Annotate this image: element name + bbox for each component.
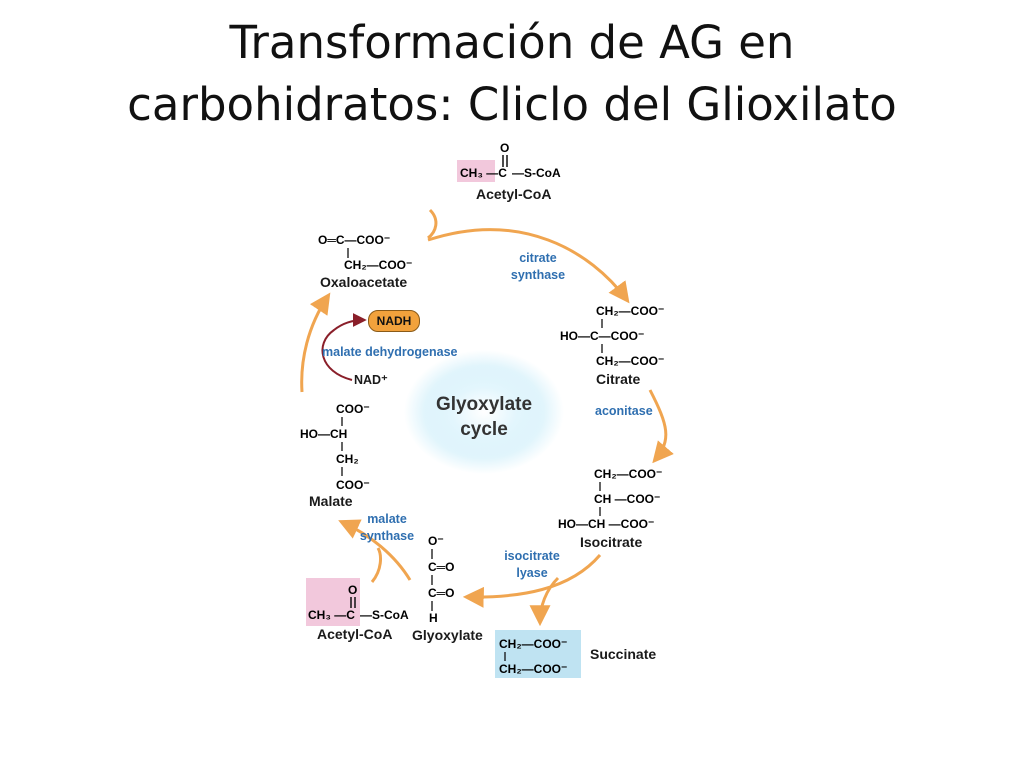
glyoxylate-structure: O⁻ C═O C═O H [428,534,455,625]
svg-text:COO⁻: COO⁻ [336,402,370,416]
enzyme-isocitrate-lyase: isocitrate lyase [504,549,560,580]
malate-label: Malate [309,493,353,509]
acetyl-coa-bottom-label: Acetyl-CoA [317,626,393,642]
succinate-highlight [495,630,581,678]
arrow-malate-to-oxaloacetate [300,292,331,393]
svg-text:—S-CoA: —S-CoA [512,166,561,180]
title-line-1: Transformación de AG en [229,16,795,69]
glyoxylate-label: Glyoxylate [412,627,483,643]
nadh-badge: NADH [368,310,420,332]
svg-text:HO—CH —COO⁻: HO—CH —COO⁻ [558,517,654,531]
acetyl-coa-bottom-structure: O CH₃ —C —S-CoA [308,583,409,622]
svg-text:O═C—COO⁻: O═C—COO⁻ [318,233,390,247]
succinate-structure: CH₂—COO⁻ CH₂—COO⁻ [499,637,567,676]
nad-label: NAD⁺ [354,373,388,387]
svg-text:CH₂—COO⁻: CH₂—COO⁻ [499,662,567,676]
isocitrate-structure: CH₂—COO⁻ CH —COO⁻ HO—CH —COO⁻ [558,467,662,531]
svg-text:O: O [348,583,357,597]
acetyl-top-highlight [457,160,495,182]
title-line-2: carbohidratos: Cliclo del Glioxilato [127,78,897,131]
center-glow [404,350,564,474]
svg-text:—S-CoA: —S-CoA [360,608,409,622]
enzyme-citrate-synthase: citrate synthase [510,251,566,282]
arrow-nad-to-nadh [321,313,367,381]
isocitrate-label: Isocitrate [580,534,643,550]
svg-text:COO⁻: COO⁻ [336,478,370,492]
svg-text:CH₃ —C: CH₃ —C [308,608,355,622]
oxaloacetate-structure: O═C—COO⁻ CH₂—COO⁻ [318,233,412,272]
arrow-isocitrate-to-succinate [529,576,560,627]
citrate-structure: CH₂—COO⁻ HO—C—COO⁻ CH₂—COO⁻ [560,304,664,368]
svg-text:CH₃ —C: CH₃ —C [460,166,507,180]
svg-text:CH₂—COO⁻: CH₂—COO⁻ [344,258,412,272]
cycle-center-label: Glyoxylate cycle [435,394,533,440]
arrow-oxaloacetate-to-citrate [427,228,630,304]
svg-text:CH₂—COO⁻: CH₂—COO⁻ [596,354,664,368]
svg-text:O⁻: O⁻ [428,534,444,548]
enzyme-aconitase: aconitase [595,404,653,418]
succinate-label: Succinate [590,646,657,662]
svg-text:HO—C—COO⁻: HO—C—COO⁻ [560,329,644,343]
svg-text:CH₂—COO⁻: CH₂—COO⁻ [594,467,662,481]
enzyme-malate-synthase: malate synthase [359,512,415,543]
svg-text:O: O [500,141,509,155]
slide-title: Transformación de AG en carbohidratos: C… [0,12,1024,136]
svg-text:CH₂: CH₂ [336,452,359,466]
malate-structure: COO⁻ HO—CH CH₂ COO⁻ [300,402,370,492]
svg-text:CH₂—COO⁻: CH₂—COO⁻ [596,304,664,318]
acetyl-coa-top-label: Acetyl-CoA [476,186,552,202]
arrow-acetyl-top-join [427,208,438,240]
arrow-isocitrate-to-glyoxylate [462,554,602,608]
svg-text:C═O: C═O [428,586,455,600]
svg-text:C═O: C═O [428,560,455,574]
svg-text:H: H [429,611,438,625]
arrow-citrate-to-isocitrate [648,389,674,464]
citrate-label: Citrate [596,371,641,387]
acetyl-coa-top-structure: O CH₃ —C —S-CoA [460,141,561,180]
svg-text:CH₂—COO⁻: CH₂—COO⁻ [499,637,567,651]
enzyme-malate-dehydrogenase: malate dehydrogenase [322,345,458,359]
oxaloacetate-label: Oxaloacetate [320,274,408,290]
arrow-acetyl-bottom-join [370,547,382,583]
svg-text:HO—CH: HO—CH [300,427,347,441]
svg-text:CH —COO⁻: CH —COO⁻ [594,492,660,506]
arrow-glyoxylate-to-malate [338,519,412,581]
